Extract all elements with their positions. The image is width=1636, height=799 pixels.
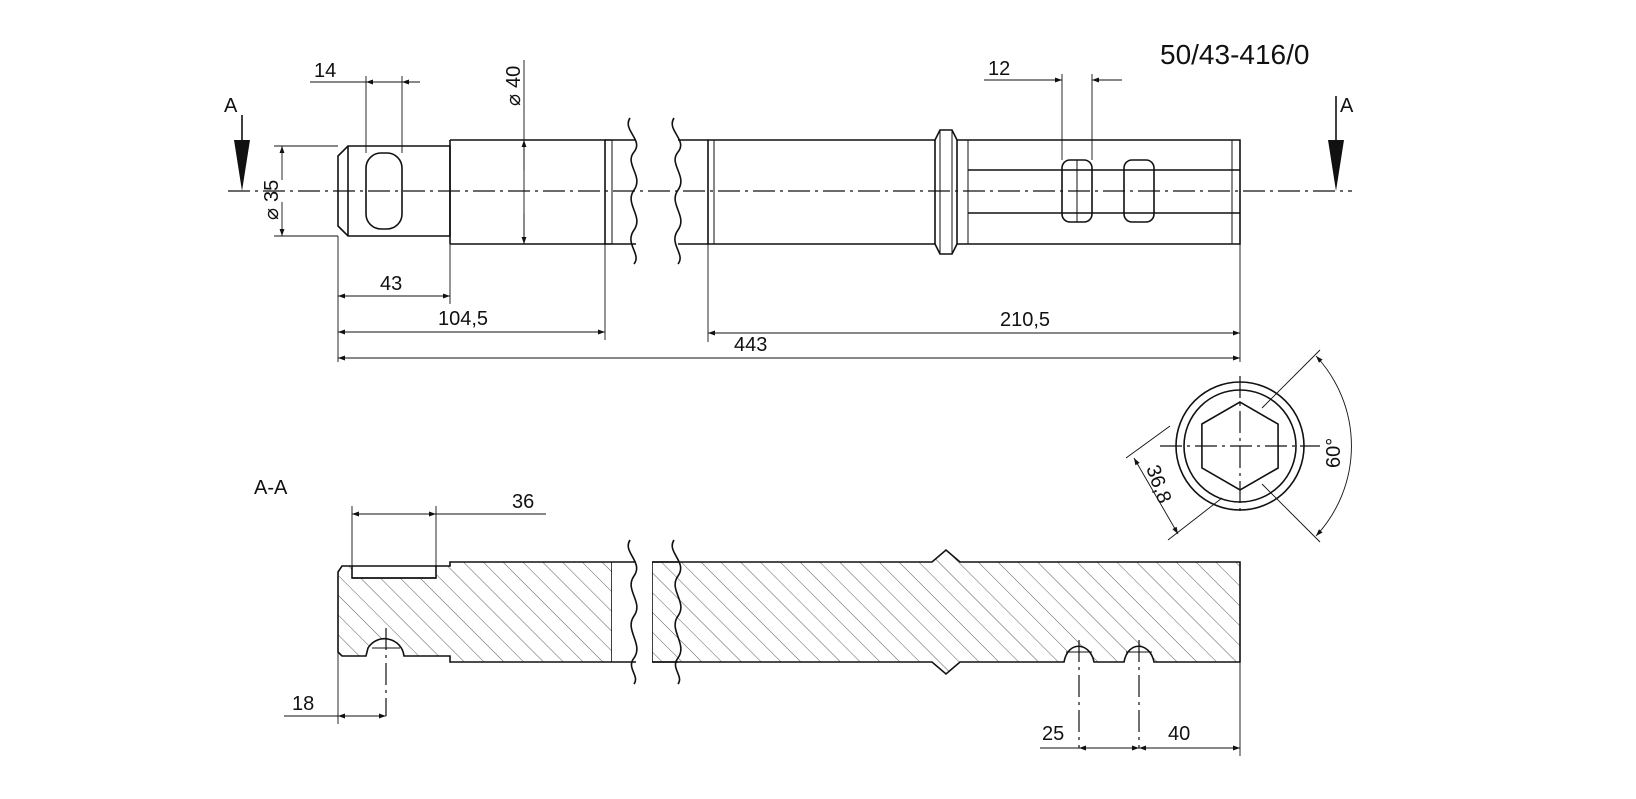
svg-text:43: 43 xyxy=(380,273,402,295)
svg-text:40: 40 xyxy=(503,66,525,88)
svg-text:18: 18 xyxy=(292,693,314,715)
section-body-left xyxy=(337,561,612,663)
break-line-2 xyxy=(671,117,682,265)
dim-diameter-40: ⌀ 40 xyxy=(503,60,527,244)
svg-text:210,5: 210,5 xyxy=(1000,309,1050,331)
section-title: A-A xyxy=(254,477,288,499)
section-a-a xyxy=(337,539,1241,748)
section-body-right xyxy=(652,548,1241,676)
dim-slot-width: 14 xyxy=(310,60,420,153)
section-break-2 xyxy=(671,539,682,685)
svg-text:40: 40 xyxy=(1168,723,1190,745)
svg-text:⌀: ⌀ xyxy=(503,94,525,106)
shaft-side-view xyxy=(228,117,1352,265)
groove-2 xyxy=(1123,159,1155,223)
dim-length-43: 43 xyxy=(337,236,451,362)
dim-hole-40: 40 xyxy=(1139,662,1241,756)
svg-text:25: 25 xyxy=(1042,723,1064,745)
dim-length-443: 443 xyxy=(338,334,1240,361)
svg-text:443: 443 xyxy=(734,334,767,356)
dim-length-210-5: 210,5 xyxy=(707,244,1241,362)
svg-text:35: 35 xyxy=(261,180,283,202)
svg-text:14: 14 xyxy=(314,60,336,82)
dim-hole-25: 25 xyxy=(1040,723,1139,751)
hex-portion xyxy=(957,139,1241,245)
svg-text:36: 36 xyxy=(512,491,534,513)
section-arrow-left: A xyxy=(224,95,250,191)
dim-diameter-35: ⌀ 35 xyxy=(261,145,338,237)
dim-length-104-5: 104,5 xyxy=(338,244,606,340)
svg-text:⌀: ⌀ xyxy=(261,208,283,220)
svg-text:60°: 60° xyxy=(1323,438,1345,468)
svg-text:36,8: 36,8 xyxy=(1141,462,1175,506)
key-slot xyxy=(365,152,403,230)
svg-text:A: A xyxy=(224,95,238,117)
break-line-1 xyxy=(627,117,638,265)
section-break-1 xyxy=(627,539,638,685)
section-arrow-right: A xyxy=(1328,95,1354,191)
svg-text:104,5: 104,5 xyxy=(438,308,488,330)
svg-text:A: A xyxy=(1340,95,1354,117)
dim-groove-width: 12 xyxy=(984,58,1122,160)
shaft-body-right xyxy=(707,139,936,245)
svg-text:12: 12 xyxy=(988,58,1010,80)
dim-hole-18: 18 xyxy=(284,652,386,724)
shaft-section-40-left xyxy=(450,139,606,245)
hex-end-view: 36,8 60° xyxy=(1125,349,1352,543)
dim-slot-length-36: 36 xyxy=(351,491,546,566)
part-number: 50/43-416/0 xyxy=(1160,39,1309,70)
collar xyxy=(934,129,958,255)
